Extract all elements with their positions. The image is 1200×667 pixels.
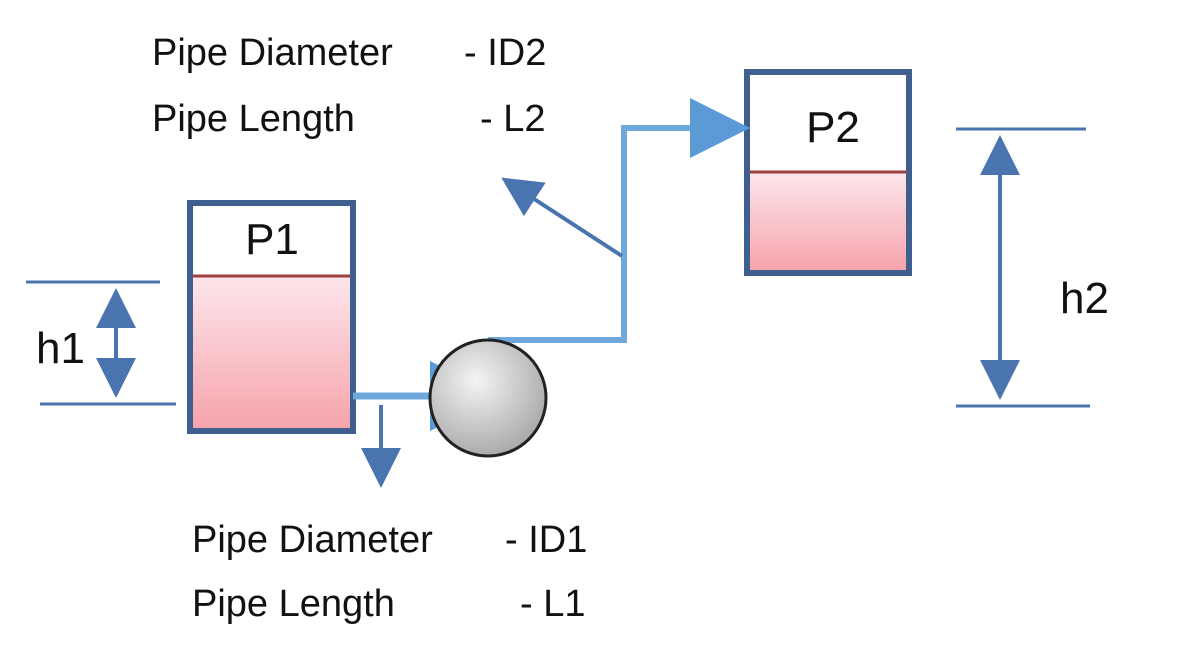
pipe-2-discharge bbox=[488, 98, 750, 343]
pipe-1-length-label: Pipe Length bbox=[192, 583, 395, 625]
tank-p2-outline bbox=[744, 69, 912, 276]
tank-p1-outline bbox=[187, 200, 356, 434]
pipe-2-diameter-label: Pipe Diameter bbox=[152, 32, 393, 74]
tank-p2-label: P2 bbox=[806, 103, 860, 152]
pipe-2-labels: Pipe Diameter - ID2 Pipe Length - L2 bbox=[152, 32, 546, 140]
dimension-h2: h2 bbox=[956, 127, 1109, 408]
pipe-2-length-label: Pipe Length bbox=[152, 98, 355, 140]
pipe-1-diameter-label: Pipe Diameter bbox=[192, 519, 433, 561]
tank-p1: P1 bbox=[187, 200, 356, 434]
tank-p2-liquid bbox=[749, 172, 907, 271]
pump-icon bbox=[428, 338, 548, 458]
pipe-1-labels: Pipe Diameter - ID1 Pipe Length - L1 bbox=[192, 519, 587, 625]
tank-p1-liquid bbox=[192, 276, 352, 430]
tank-p2: P2 bbox=[744, 69, 912, 276]
dimension-h1: h1 bbox=[26, 280, 176, 406]
pipe-2-callout-arrow bbox=[501, 177, 624, 258]
pipe-2-diameter-value: - ID2 bbox=[464, 32, 546, 74]
pipe-network bbox=[353, 98, 750, 431]
h1-label: h1 bbox=[36, 324, 85, 373]
tank-p1-label: P1 bbox=[245, 215, 299, 264]
pipe-1-length-value: - L1 bbox=[520, 583, 585, 625]
pipe-1-diameter-value: - ID1 bbox=[505, 519, 587, 561]
h2-label: h2 bbox=[1060, 274, 1109, 323]
pipe-2-length-value: - L2 bbox=[480, 98, 545, 140]
